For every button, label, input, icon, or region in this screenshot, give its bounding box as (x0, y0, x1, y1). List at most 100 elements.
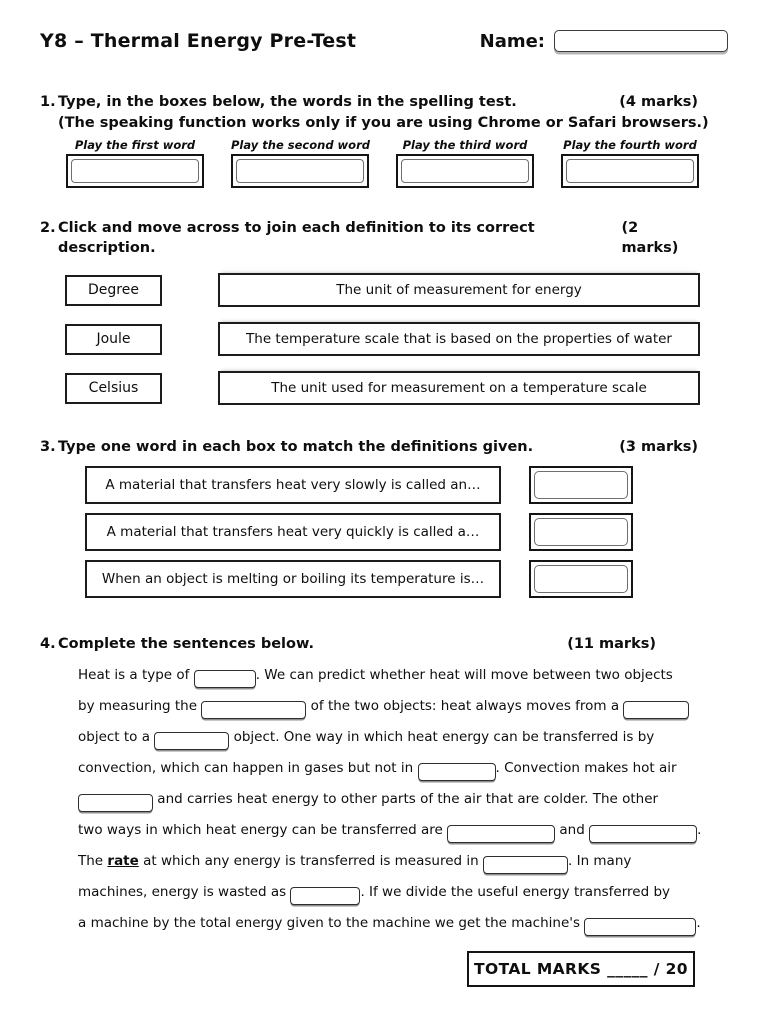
cloze-line: a machine by the total energy given to t… (78, 908, 728, 939)
q4-blank-11[interactable] (584, 918, 697, 936)
q4-blank-2[interactable] (201, 701, 307, 719)
cloze-text: . In many (568, 853, 632, 869)
header: Y8 – Thermal Energy Pre-Test Name: (40, 30, 728, 52)
question-2: 2. Click and move across to join each de… (40, 218, 728, 405)
spelling-cell-2: Play the second word (231, 138, 370, 188)
cloze-text-rate: rate (107, 853, 139, 869)
question-2-marks: (2 marks) (621, 220, 679, 256)
cloze-text: and carries heat energy to other parts o… (153, 791, 659, 807)
match-row-3: Celsius The unit used for measurement on… (65, 371, 728, 405)
cloze-text: The (78, 853, 108, 869)
question-2-text: Click and move across to join each defin… (58, 220, 535, 256)
q4-blank-7[interactable] (447, 825, 556, 843)
answer-frame-1 (529, 466, 633, 504)
play-first-word-label[interactable]: Play the first word (74, 138, 196, 152)
description-target-3[interactable]: The unit used for measurement on a tempe… (218, 371, 700, 405)
description-target-2[interactable]: The temperature scale that is based on t… (218, 322, 700, 356)
q4-blank-6[interactable] (78, 794, 153, 812)
cloze-text: by measuring the (78, 698, 202, 714)
question-1: 1. Type, in the boxes below, the words i… (40, 92, 728, 188)
question-1-note: (The speaking function works only if you… (58, 115, 709, 131)
definition-row-1: A material that transfers heat very slow… (85, 466, 728, 504)
cloze-text: . We can predict whether heat will move … (255, 667, 673, 683)
q3-answer-input-1[interactable] (534, 471, 628, 499)
page-title: Y8 – Thermal Energy Pre-Test (40, 30, 357, 52)
cloze-text: a machine by the total energy given to t… (78, 915, 585, 931)
play-second-word-label[interactable]: Play the second word (231, 138, 370, 152)
term-degree[interactable]: Degree (65, 274, 162, 306)
spelling-word-frame-1 (66, 154, 204, 188)
cloze-line: by measuring the of the two objects: hea… (78, 691, 728, 722)
definition-text-1: A material that transfers heat very slow… (85, 466, 501, 504)
answer-frame-3 (529, 560, 633, 598)
cloze-line: Heat is a type of . We can predict wheth… (78, 660, 728, 691)
question-1-number: 1. (40, 94, 56, 110)
cloze-text: of the two objects: heat always moves fr… (306, 698, 624, 714)
cloze-text: object to a (78, 729, 155, 745)
cloze-text: and (555, 822, 590, 838)
description-target-1[interactable]: The unit of measurement for energy (218, 273, 700, 307)
spelling-word-input-2[interactable] (236, 159, 364, 183)
term-celsius[interactable]: Celsius (65, 372, 162, 404)
q4-blank-8[interactable] (589, 825, 698, 843)
cloze-text: . (696, 915, 701, 931)
question-1-marks: (4 marks) (619, 94, 698, 110)
cloze-line: The rate at which any energy is transfer… (78, 846, 728, 877)
cloze-line: object to a object. One way in which hea… (78, 722, 728, 753)
q4-blank-10[interactable] (290, 887, 361, 905)
cloze-line: two ways in which heat energy can be tra… (78, 815, 728, 846)
question-3-head: 3. Type one word in each box to match th… (40, 437, 728, 457)
definition-row-3: When an object is melting or boiling its… (85, 560, 728, 598)
question-3-marks: (3 marks) (619, 439, 698, 455)
cloze-text: two ways in which heat energy can be tra… (78, 822, 448, 838)
q3-answer-input-2[interactable] (534, 518, 628, 546)
q4-blank-1[interactable] (193, 670, 256, 688)
question-3-text: Type one word in each box to match the d… (58, 439, 534, 455)
cloze-line: convection, which can happen in gases bu… (78, 753, 728, 784)
cloze-text: object. One way in which heat energy can… (229, 729, 655, 745)
spelling-word-input-1[interactable] (71, 159, 199, 183)
question-1-text: Type, in the boxes below, the words in t… (58, 94, 517, 110)
question-4-number: 4. (40, 636, 56, 652)
definition-row-2: A material that transfers heat very quic… (85, 513, 728, 551)
play-fourth-word-label[interactable]: Play the fourth word (563, 138, 697, 152)
q4-blank-5[interactable] (417, 763, 496, 781)
cloze-text: Heat is a type of (78, 667, 194, 683)
term-joule[interactable]: Joule (65, 323, 162, 355)
cloze-text: convection, which can happen in gases bu… (78, 760, 418, 776)
match-row-1: Degree The unit of measurement for energ… (65, 273, 728, 307)
spelling-word-frame-2 (231, 154, 369, 188)
spelling-word-frame-3 (396, 154, 534, 188)
q3-answer-input-3[interactable] (534, 565, 628, 593)
q4-blank-3[interactable] (623, 701, 690, 719)
question-3-number: 3. (40, 439, 56, 455)
answer-frame-2 (529, 513, 633, 551)
question-2-number: 2. (40, 220, 56, 236)
definition-text-2: A material that transfers heat very quic… (85, 513, 501, 551)
definition-text-3: When an object is melting or boiling its… (85, 560, 501, 598)
match-row-2: Joule The temperature scale that is base… (65, 322, 728, 356)
cloze-line: and carries heat energy to other parts o… (78, 784, 728, 815)
question-4: 4. Complete the sentences below. (11 mar… (40, 634, 728, 939)
name-label: Name: (479, 30, 545, 52)
q4-blank-9[interactable] (483, 856, 568, 874)
spelling-cell-4: Play the fourth word (561, 138, 699, 188)
question-4-head: 4. Complete the sentences below. (11 mar… (40, 634, 728, 654)
cloze-text: machines, energy is wasted as (78, 884, 291, 900)
spelling-cell-3: Play the third word (396, 138, 534, 188)
cloze-line: machines, energy is wasted as . If we di… (78, 877, 728, 908)
question-4-marks: (11 marks) (567, 636, 656, 652)
play-third-word-label[interactable]: Play the third word (402, 138, 528, 152)
q4-blank-4[interactable] (154, 732, 230, 750)
cloze-text: . (697, 822, 702, 838)
cloze-text: at which any energy is transferred is me… (138, 853, 483, 869)
total-marks-box: TOTAL MARKS _____ / 20 (467, 951, 695, 987)
question-2-head: 2. Click and move across to join each de… (40, 218, 728, 258)
spelling-word-input-4[interactable] (566, 159, 694, 183)
cloze-paragraph: Heat is a type of . We can predict wheth… (78, 660, 728, 939)
spelling-word-input-3[interactable] (401, 159, 529, 183)
name-input[interactable] (554, 30, 728, 52)
question-3: 3. Type one word in each box to match th… (40, 437, 728, 598)
spelling-cell-1: Play the first word (66, 138, 204, 188)
